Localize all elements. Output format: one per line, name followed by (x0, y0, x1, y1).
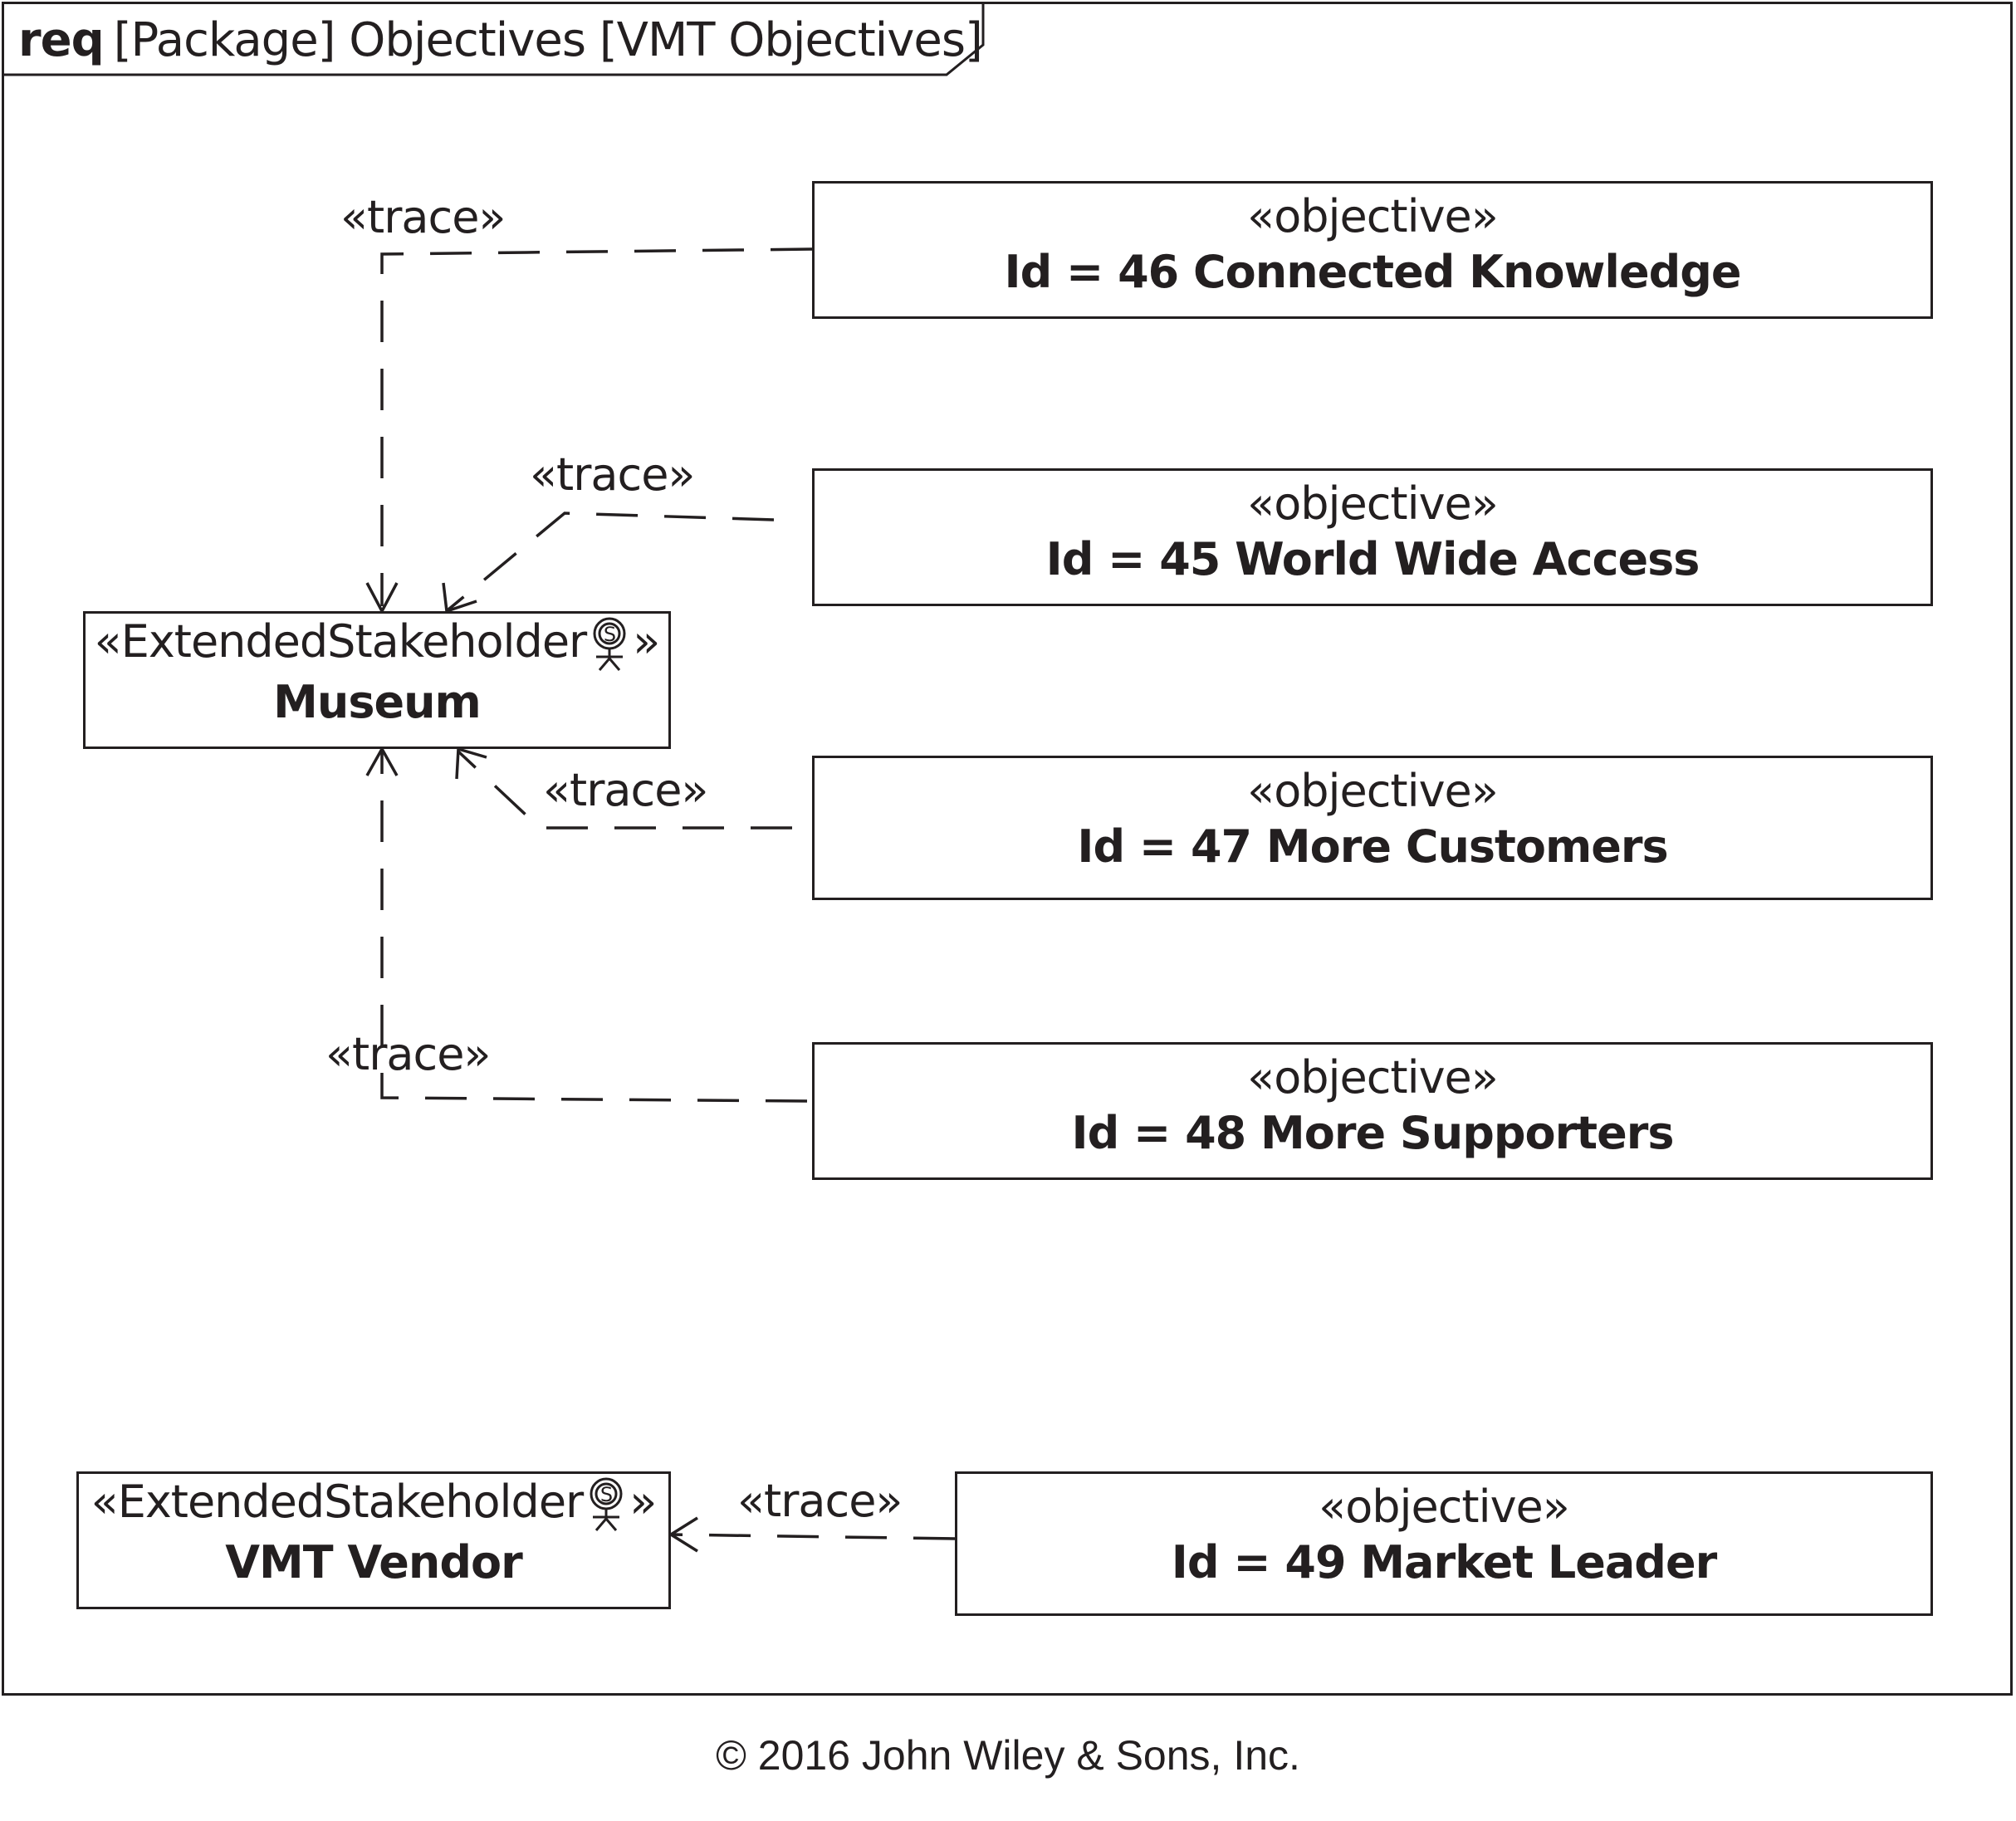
trace-edge-45 (447, 512, 775, 611)
objective-stereotype: «objective» (1247, 765, 1499, 817)
objective-stereotype: «objective» (1247, 477, 1499, 530)
frame-title: req[Package] Objectives [VMT Objectives] (18, 13, 983, 67)
stakeholder-name: Museum (273, 676, 482, 729)
stereotype-close: » (633, 615, 660, 668)
svg-text:S: S (604, 623, 615, 646)
trace-edge-46 (380, 247, 813, 606)
objective-stereotype: «objective» (1319, 1481, 1570, 1533)
stakeholder-museum[interactable]: «ExtendedStakeholder S » Museum (83, 611, 671, 749)
svg-text:S: S (600, 1483, 612, 1506)
objective-name: Id = 48 More Supporters (1071, 1107, 1674, 1159)
frame-tab-outline (2, 2, 985, 76)
trace-label-45: «trace» (530, 448, 695, 501)
objective-stereotype: «objective» (1247, 190, 1499, 242)
stakeholder-icon: S (593, 617, 626, 672)
arrowhead-47 (455, 747, 487, 780)
trace-label-47: «trace» (543, 764, 708, 816)
stereotype-text: «ExtendedStakeholder (91, 1476, 585, 1528)
trace-edge-47 (457, 750, 792, 830)
objective-name: Id = 49 Market Leader (1171, 1536, 1717, 1588)
stakeholder-icon: S (590, 1477, 623, 1532)
trace-edge-49 (670, 1533, 956, 1540)
trace-edge-48 (380, 751, 808, 1103)
stakeholder-vmt-vendor[interactable]: «ExtendedStakeholder S » VMT Vendor (76, 1471, 671, 1609)
stakeholder-stereotype: «ExtendedStakeholder S » (86, 615, 668, 673)
arrowhead-49 (668, 1516, 698, 1553)
objective-45[interactable]: «objective» Id = 45 World Wide Access (812, 468, 1933, 606)
objective-name: Id = 47 More Customers (1077, 820, 1668, 873)
objective-46[interactable]: «objective» Id = 46 Connected Knowledge (812, 181, 1933, 319)
stakeholder-stereotype: «ExtendedStakeholder S » (79, 1476, 668, 1534)
objective-47[interactable]: «objective» Id = 47 More Customers (812, 756, 1933, 900)
trace-label-49: «trace» (737, 1475, 903, 1527)
stakeholder-name: VMT Vendor (225, 1536, 522, 1589)
frame-name: [Package] Objectives [VMT Objectives] (113, 13, 983, 67)
arrowhead-48 (365, 746, 399, 776)
trace-label-48: «trace» (325, 1028, 491, 1080)
objective-stereotype: «objective» (1247, 1051, 1499, 1104)
arrowhead-45 (442, 582, 477, 614)
stereotype-close: » (629, 1476, 657, 1528)
objective-name: Id = 45 World Wide Access (1045, 533, 1700, 585)
objective-49[interactable]: «objective» Id = 49 Market Leader (955, 1471, 1933, 1616)
trace-label-46: «trace» (340, 191, 506, 243)
objective-name: Id = 46 Connected Knowledge (1004, 246, 1741, 298)
stereotype-text: «ExtendedStakeholder (94, 615, 588, 668)
copyright-notice: © 2016 John Wiley & Sons, Inc. (716, 1732, 1300, 1779)
diagram-frame (2, 2, 2013, 1696)
objective-48[interactable]: «objective» Id = 48 More Supporters (812, 1042, 1933, 1180)
frame-kind: req (18, 13, 105, 67)
